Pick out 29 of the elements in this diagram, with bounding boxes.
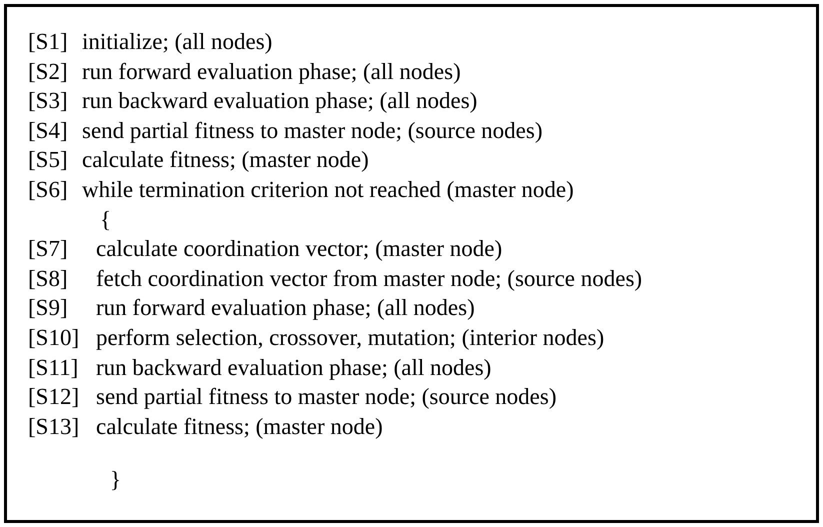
- step-tag: [S12]: [28, 383, 80, 412]
- statement: run backward evaluation phase; (all nodes): [96, 354, 492, 382]
- open-brace: {: [100, 206, 112, 234]
- step-tag: [S8]: [28, 264, 68, 293]
- statement: send partial fitness to master node; (source nodes): [96, 383, 557, 412]
- step-tag: [S5]: [28, 146, 68, 174]
- statement: run forward evaluation phase; (all nodes): [82, 58, 461, 86]
- statement: calculate fitness; (master node): [96, 412, 383, 441]
- step-tag: [S2]: [28, 58, 68, 86]
- statement: initialize; (all nodes): [82, 28, 272, 56]
- statement: run backward evaluation phase; (all nodes): [82, 87, 478, 116]
- statement: calculate coordination vector; (master node): [96, 235, 502, 264]
- step-tag: [S3]: [28, 87, 68, 116]
- statement: perform selection, crossover, mutation; (interior nodes): [96, 324, 604, 352]
- step-tag: [S4]: [28, 116, 68, 145]
- close-brace: }: [110, 466, 122, 494]
- step-tag: [S1]: [28, 28, 68, 56]
- step-tag: [S9]: [28, 294, 68, 322]
- step-tag: [S13]: [28, 412, 80, 441]
- step-tag: [S11]: [28, 354, 78, 382]
- statement: run forward evaluation phase; (all nodes): [96, 294, 475, 322]
- statement: calculate fitness; (master node): [82, 146, 369, 174]
- statement: while termination criterion not reached (master node): [82, 176, 574, 204]
- step-tag: [S7]: [28, 235, 68, 264]
- step-tag: [S6]: [28, 176, 68, 204]
- step-tag: [S10]: [28, 324, 80, 352]
- code-box: [4, 4, 819, 523]
- statement: fetch coordination vector from master node; (source nodes): [96, 264, 642, 293]
- statement: send partial fitness to master node; (source nodes): [82, 116, 543, 145]
